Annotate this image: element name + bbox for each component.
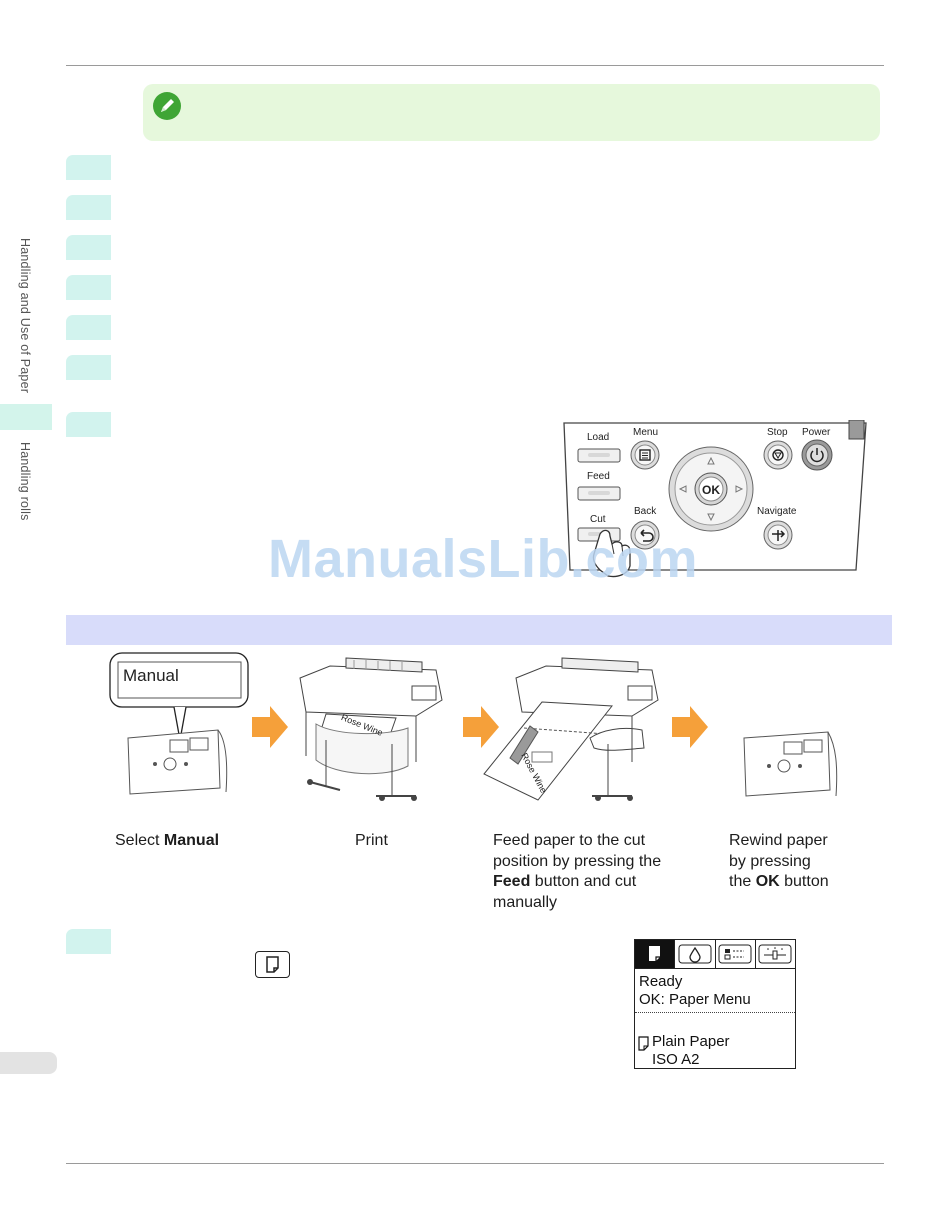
panel-label-cut: Cut <box>590 514 606 525</box>
step-marker-1 <box>66 155 111 180</box>
lcd-tab-ink[interactable] <box>674 940 714 968</box>
job-list-icon <box>718 944 752 964</box>
caption-select-bold: Manual <box>163 832 220 849</box>
lcd-tab-job[interactable] <box>714 940 755 968</box>
side-page-tab[interactable] <box>0 1052 57 1074</box>
note-pencil-icon <box>153 92 181 120</box>
caption-rewind-line3: the OK button <box>729 872 829 893</box>
sequence-arrow-2 <box>463 706 499 748</box>
footer-rule <box>66 1163 884 1164</box>
caption-rewind-line1: Rewind paper <box>729 832 828 849</box>
navigate-key[interactable] <box>763 520 793 550</box>
panel-label-load: Load <box>587 432 610 443</box>
step-marker-5 <box>66 315 111 340</box>
paper-tab-key <box>255 951 290 978</box>
caption-feed-and-cut: Feed paper to the cut position by pressi… <box>493 831 661 913</box>
lcd-paper-icon <box>638 1036 649 1051</box>
pressing-hand-icon <box>592 529 631 578</box>
caption-feed-bold: Feed <box>493 873 531 890</box>
printer-cutting-illustration <box>483 657 659 801</box>
watermark: ManualsLib.com <box>268 529 699 589</box>
caption-select-text: Select <box>115 832 164 849</box>
printer-printing-illustration <box>299 657 443 801</box>
lcd-media-size: ISO A2 <box>652 1051 700 1068</box>
ok-dial[interactable] <box>668 446 754 532</box>
caption-rewind-line2: by pressing <box>729 852 811 870</box>
lcd-display: Ready OK: Paper Menu Plain Paper ISO A2 <box>634 939 796 1069</box>
sequence-arrow-3 <box>672 706 708 748</box>
lcd-tab-bar <box>635 940 795 969</box>
caption-feed-line4: manually <box>493 893 558 911</box>
ink-drop-icon <box>678 944 712 964</box>
stop-key[interactable] <box>763 440 793 470</box>
caption-feed-line3-rest: button and cut <box>530 873 637 890</box>
side-chapter-label[interactable]: Handling and Use of Paper <box>18 238 32 394</box>
lcd-tab-paper[interactable] <box>635 940 675 968</box>
panel-label-menu: Menu <box>633 427 659 438</box>
rewind-panel-illustration <box>743 731 838 797</box>
sequence-arrow-1 <box>252 706 288 748</box>
control-panel-illustration <box>563 420 867 578</box>
lcd-media-type: Plain Paper <box>652 1033 730 1050</box>
header-rule <box>66 65 884 66</box>
caption-feed-line2: position by pressing the <box>493 852 662 870</box>
procedure-banner <box>66 615 892 645</box>
step-marker-2 <box>66 195 111 220</box>
lcd-divider <box>635 1012 795 1013</box>
caption-select-manual: Select Manual <box>115 831 219 852</box>
caption-rewind: Rewind paper by pressing the OK button <box>729 831 829 893</box>
paper-sheet-icon <box>266 956 279 973</box>
step-marker-8 <box>66 929 111 954</box>
panel-label-stop: Stop <box>767 427 788 438</box>
caption-rewind-pre: the <box>729 873 756 890</box>
caption-rewind-bold: OK <box>755 873 780 890</box>
caption-print: Print <box>355 832 388 849</box>
step-marker-4 <box>66 275 111 300</box>
side-section-label[interactable]: Handling rolls <box>18 442 32 521</box>
caption-rewind-post: button <box>779 873 829 890</box>
caption-feed-line3: Feed button and cut <box>493 872 661 893</box>
note-box <box>143 84 880 141</box>
settings-adjust-icon <box>758 944 792 964</box>
step-marker-6 <box>66 355 111 380</box>
step-marker-3 <box>66 235 111 260</box>
paper-tab-icon <box>648 946 660 961</box>
power-key[interactable] <box>801 439 833 471</box>
panel-label-navigate: Navigate <box>757 506 797 517</box>
step-marker-7 <box>66 412 111 437</box>
lcd-hint: OK: Paper Menu <box>639 991 751 1008</box>
back-key[interactable] <box>630 520 660 550</box>
side-section-tab[interactable] <box>0 404 52 430</box>
manual-callout-text: Manual <box>123 666 179 685</box>
panel-label-ok: OK <box>702 483 720 497</box>
manual-select-illustration <box>109 652 249 795</box>
lcd-tab-settings[interactable] <box>754 940 795 968</box>
panel-label-back: Back <box>634 506 657 517</box>
panel-label-feed: Feed <box>587 471 610 482</box>
caption-feed-line1: Feed paper to the cut <box>493 832 646 849</box>
panel-label-power: Power <box>802 427 831 438</box>
lcd-status: Ready <box>639 973 683 990</box>
menu-key[interactable] <box>630 440 660 470</box>
